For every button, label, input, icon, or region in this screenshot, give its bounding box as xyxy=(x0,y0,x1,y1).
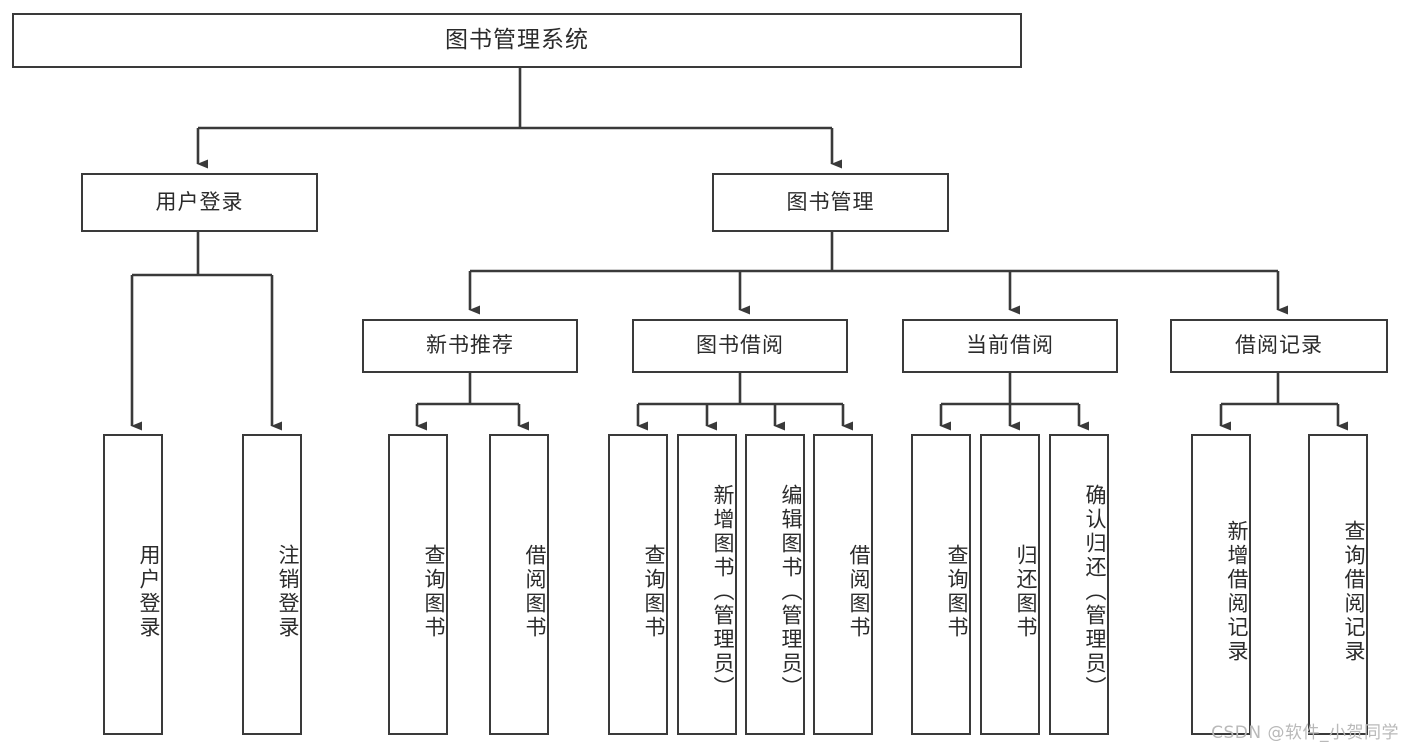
node-current-borrow[interactable]: 当前借阅 xyxy=(902,319,1118,373)
node-label: 新增图书（管理员） xyxy=(711,483,735,700)
leaf-new-book-query-book[interactable]: 查询图书 xyxy=(388,434,448,735)
leaf-new-book-borrow-book[interactable]: 借阅图书 xyxy=(489,434,549,735)
leaf-user-login-logout[interactable]: 注销登录 xyxy=(242,434,302,735)
node-label: 查询图书 xyxy=(642,543,666,640)
node-label: 新书推荐 xyxy=(426,333,514,358)
node-borrow-record[interactable]: 借阅记录 xyxy=(1170,319,1388,373)
node-label: 用户登录 xyxy=(155,189,244,214)
node-label: 图书管理 xyxy=(786,189,875,214)
leaf-borrow-record-query-record[interactable]: 查询借阅记录 xyxy=(1308,434,1368,735)
leaf-book-borrow-query-book[interactable]: 查询图书 xyxy=(608,434,668,735)
leaf-book-borrow-borrow-book[interactable]: 借阅图书 xyxy=(813,434,873,735)
node-label: 借阅图书 xyxy=(523,543,547,640)
node-root-book-management-system[interactable]: 图书管理系统 xyxy=(12,13,1022,68)
leaf-current-borrow-confirm-return-admin[interactable]: 确认归还（管理员） xyxy=(1049,434,1109,735)
leaf-current-borrow-query-book[interactable]: 查询图书 xyxy=(911,434,971,735)
node-label: 查询借阅记录 xyxy=(1342,519,1366,664)
leaf-borrow-record-add-record[interactable]: 新增借阅记录 xyxy=(1191,434,1251,735)
node-label: 注销登录 xyxy=(276,543,300,640)
node-label: 借阅图书 xyxy=(847,543,871,640)
leaf-book-borrow-add-book-admin[interactable]: 新增图书（管理员） xyxy=(677,434,737,735)
node-user-login[interactable]: 用户登录 xyxy=(81,173,318,232)
node-label: 当前借阅 xyxy=(966,333,1054,358)
node-label: 新增借阅记录 xyxy=(1225,519,1249,664)
node-label: 图书借阅 xyxy=(696,333,784,358)
node-label: 归还图书 xyxy=(1014,543,1038,640)
node-label: 编辑图书（管理员） xyxy=(779,483,803,700)
leaf-book-borrow-edit-book-admin[interactable]: 编辑图书（管理员） xyxy=(745,434,805,735)
node-new-book-recommend[interactable]: 新书推荐 xyxy=(362,319,578,373)
watermark-csdn: CSDN @软件_小贺同学 xyxy=(1211,723,1399,743)
node-label: 用户登录 xyxy=(137,543,161,640)
node-label: 借阅记录 xyxy=(1235,333,1323,358)
node-book-borrow[interactable]: 图书借阅 xyxy=(632,319,848,373)
node-label: 查询图书 xyxy=(422,543,446,640)
leaf-current-borrow-return-book[interactable]: 归还图书 xyxy=(980,434,1040,735)
node-label: 查询图书 xyxy=(945,543,969,640)
node-label: 确认归还（管理员） xyxy=(1083,483,1107,700)
node-label: 图书管理系统 xyxy=(445,26,589,53)
node-book-management[interactable]: 图书管理 xyxy=(712,173,949,232)
leaf-user-login-login[interactable]: 用户登录 xyxy=(103,434,163,735)
